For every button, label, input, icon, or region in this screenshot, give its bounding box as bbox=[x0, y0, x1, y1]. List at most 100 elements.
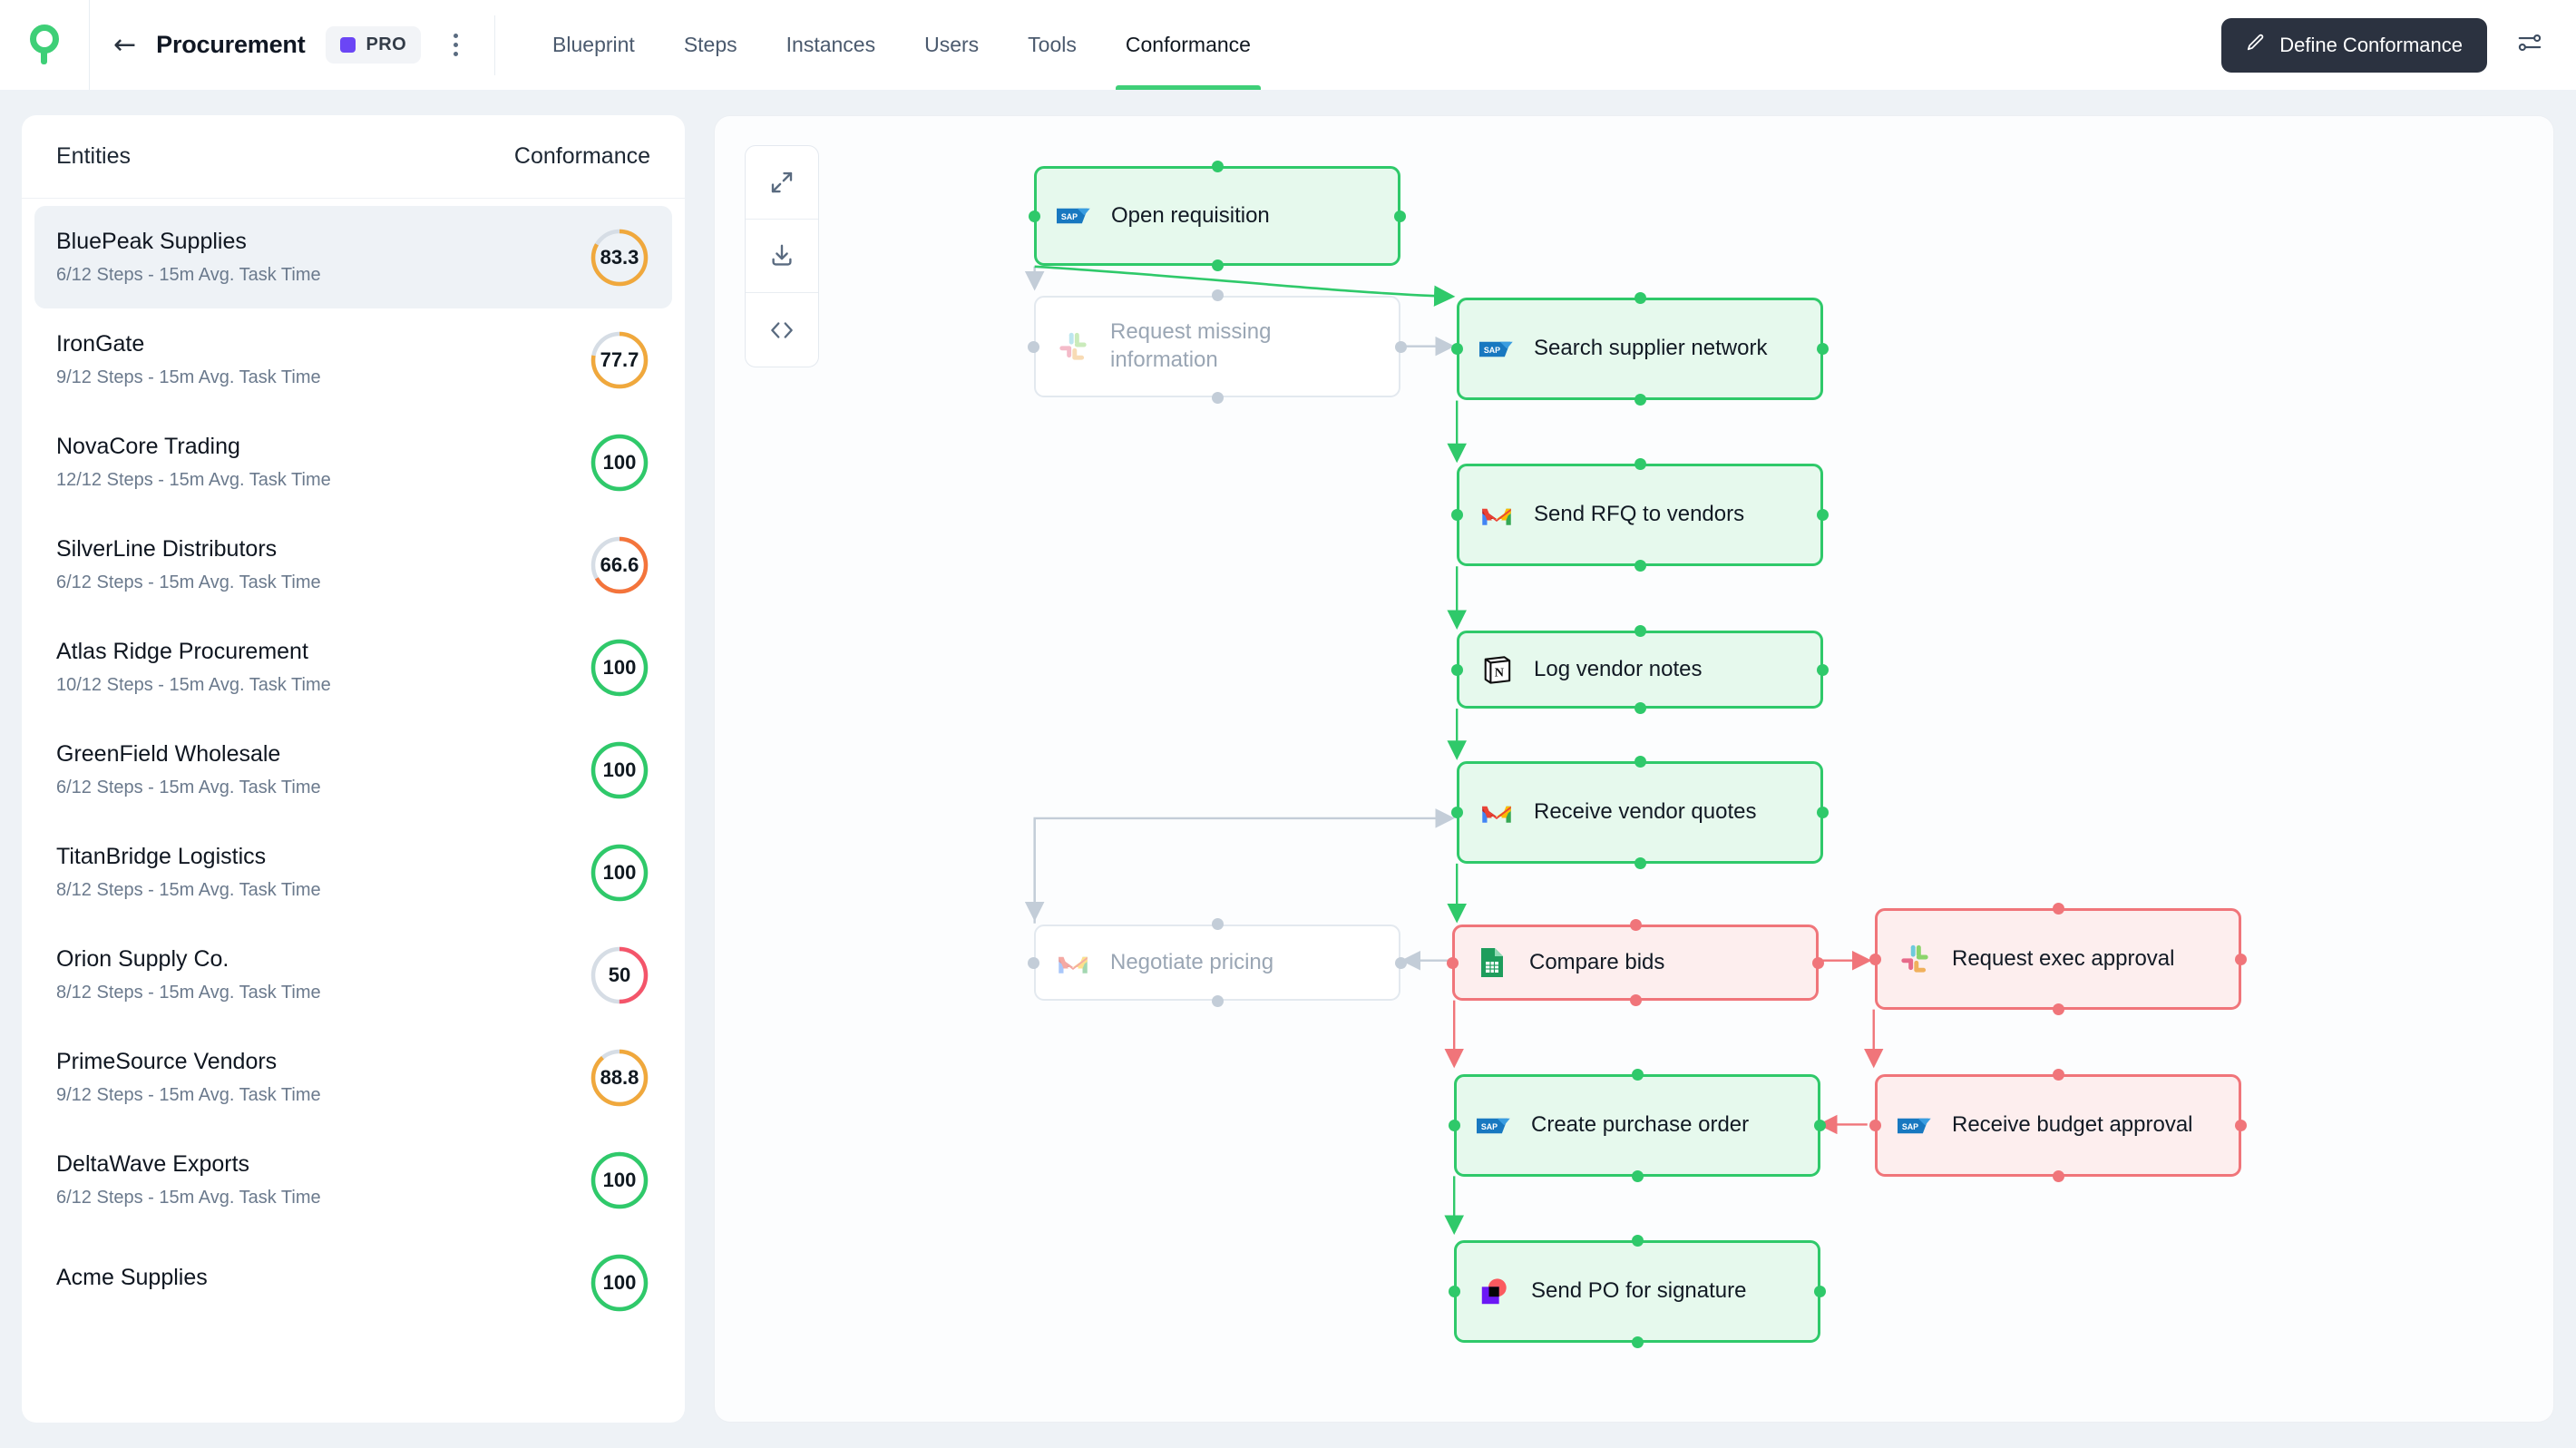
node-handle-right[interactable] bbox=[1394, 210, 1406, 222]
node-handle-bottom[interactable] bbox=[2052, 1170, 2064, 1182]
node-handle-left[interactable] bbox=[1447, 956, 1459, 969]
node-handle-top[interactable] bbox=[1634, 756, 1646, 768]
conformance-ring: 100 bbox=[589, 842, 650, 904]
node-handle-left[interactable] bbox=[1869, 1120, 1881, 1131]
node-handle-bottom[interactable] bbox=[1211, 259, 1224, 271]
node-handle-left[interactable] bbox=[1869, 953, 1881, 965]
node-handle-right[interactable] bbox=[1395, 340, 1407, 353]
node-handle-top[interactable] bbox=[1211, 918, 1224, 930]
node-handle-left[interactable] bbox=[1451, 663, 1463, 676]
entity-meta: 9/12 Steps - 15m Avg. Task Time bbox=[56, 1085, 321, 1105]
node-handle-right[interactable] bbox=[1817, 509, 1829, 521]
flow-node-req-exec[interactable]: Request exec approval bbox=[1869, 903, 2247, 1015]
node-handle-right[interactable] bbox=[1395, 956, 1407, 969]
node-handle-top[interactable] bbox=[1631, 1069, 1644, 1081]
node-handle-bottom[interactable] bbox=[1631, 1170, 1644, 1182]
flow-node-recv-quotes[interactable]: Receive vendor quotes bbox=[1451, 756, 1829, 869]
entity-meta: 6/12 Steps - 15m Avg. Task Time bbox=[56, 1188, 321, 1208]
pencil-icon bbox=[2246, 33, 2266, 58]
node-handle-left[interactable] bbox=[1451, 509, 1463, 521]
flow-node-req-missing[interactable]: Request missing information bbox=[1028, 289, 1407, 404]
svg-text:SAP: SAP bbox=[1481, 1121, 1498, 1130]
docusign-icon bbox=[1477, 1275, 1511, 1309]
tab-tools[interactable]: Tools bbox=[1003, 0, 1101, 90]
node-handle-right[interactable] bbox=[2235, 953, 2247, 965]
node-handle-right[interactable] bbox=[1817, 807, 1829, 818]
node-handle-left[interactable] bbox=[1449, 1286, 1460, 1297]
node-handle-bottom[interactable] bbox=[1211, 995, 1224, 1007]
conformance-ring: 100 bbox=[589, 1252, 650, 1314]
node-handle-left[interactable] bbox=[1451, 343, 1463, 355]
node-handle-right[interactable] bbox=[1814, 1120, 1826, 1131]
tab-blueprint[interactable]: Blueprint bbox=[528, 0, 659, 90]
entity-meta: 8/12 Steps - 15m Avg. Task Time bbox=[56, 880, 321, 900]
node-handle-top[interactable] bbox=[2052, 1069, 2064, 1081]
node-handle-right[interactable] bbox=[1814, 1286, 1826, 1297]
node-handle-bottom[interactable] bbox=[1634, 560, 1646, 572]
tab-instances[interactable]: Instances bbox=[762, 0, 900, 90]
flow-node-send-rfq[interactable]: Send RFQ to vendors bbox=[1451, 458, 1829, 572]
node-handle-top[interactable] bbox=[1211, 161, 1224, 172]
node-handle-top[interactable] bbox=[2052, 903, 2064, 915]
app-logo[interactable] bbox=[0, 24, 89, 66]
tab-conformance[interactable]: Conformance bbox=[1101, 0, 1275, 90]
download-icon[interactable] bbox=[746, 220, 818, 293]
node-handle-bottom[interactable] bbox=[1634, 702, 1646, 714]
flow-node-send-po[interactable]: Send PO for signature bbox=[1449, 1235, 1826, 1348]
node-handle-bottom[interactable] bbox=[2052, 1003, 2064, 1015]
node-handle-right[interactable] bbox=[2235, 1120, 2247, 1131]
define-conformance-button[interactable]: Define Conformance bbox=[2221, 17, 2487, 73]
back-arrow-icon[interactable]: ← bbox=[113, 28, 137, 61]
node-handle-left[interactable] bbox=[1451, 807, 1463, 818]
node-handle-bottom[interactable] bbox=[1634, 857, 1646, 869]
node-handle-top[interactable] bbox=[1634, 292, 1646, 304]
entity-row[interactable]: Orion Supply Co.8/12 Steps - 15m Avg. Ta… bbox=[34, 924, 672, 1026]
node-handle-bottom[interactable] bbox=[1629, 994, 1642, 1006]
node-handle-top[interactable] bbox=[1634, 625, 1646, 637]
node-handle-left[interactable] bbox=[1449, 1120, 1460, 1131]
expand-icon[interactable] bbox=[746, 146, 818, 220]
conformance-score: 100 bbox=[602, 655, 637, 679]
header-divider-nav bbox=[494, 15, 496, 75]
more-options-icon[interactable] bbox=[441, 28, 471, 62]
node-handle-right[interactable] bbox=[1812, 956, 1824, 969]
node-handle-top[interactable] bbox=[1629, 919, 1642, 931]
node-handle-bottom[interactable] bbox=[1211, 392, 1224, 404]
tab-label: Users bbox=[924, 33, 980, 56]
node-handle-left[interactable] bbox=[1028, 956, 1039, 969]
tab-users[interactable]: Users bbox=[900, 0, 1003, 90]
node-handle-top[interactable] bbox=[1634, 458, 1646, 470]
node-handle-left[interactable] bbox=[1029, 210, 1040, 222]
node-handle-right[interactable] bbox=[1817, 663, 1829, 676]
node-handle-right[interactable] bbox=[1817, 343, 1829, 355]
node-handle-top[interactable] bbox=[1211, 289, 1224, 301]
flow-node-negotiate[interactable]: Negotiate pricing bbox=[1028, 918, 1407, 1007]
flow-node-compare-bids[interactable]: Compare bids bbox=[1447, 919, 1824, 1006]
sliders-icon[interactable] bbox=[2511, 24, 2549, 66]
node-handle-top[interactable] bbox=[1631, 1235, 1644, 1247]
tab-steps[interactable]: Steps bbox=[659, 0, 762, 90]
node-handle-bottom[interactable] bbox=[1634, 394, 1646, 406]
node-handle-bottom[interactable] bbox=[1631, 1336, 1644, 1348]
node-handle-left[interactable] bbox=[1028, 340, 1039, 353]
code-icon[interactable] bbox=[746, 293, 818, 367]
